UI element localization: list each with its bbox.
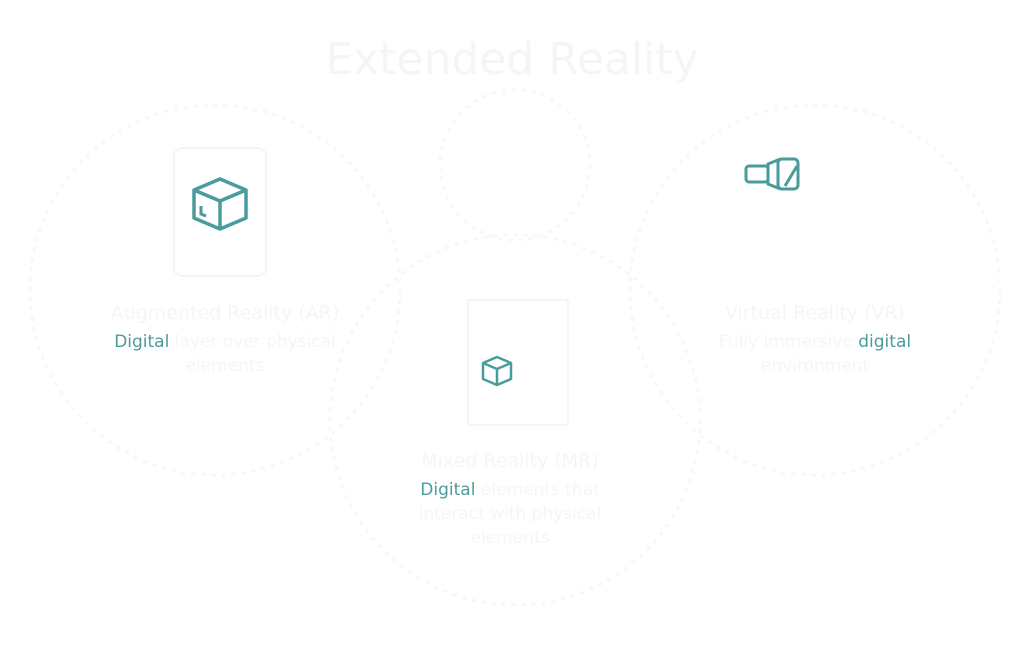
mr-heading: Mixed Reality (MR) <box>421 450 599 472</box>
center-circle <box>438 88 592 242</box>
ar-description: layer over physical elements <box>169 332 336 376</box>
ar-circle <box>28 103 402 477</box>
ar-label: Augmented Reality (AR) Digital layer ove… <box>110 300 340 378</box>
building-outline <box>467 299 569 426</box>
ar-heading: Augmented Reality (AR) <box>110 302 340 324</box>
mr-circle <box>328 233 702 607</box>
phone-outline <box>173 147 267 277</box>
vr-label: Virtual Reality (VR) Fully immersive dig… <box>700 300 930 378</box>
vr-heading: Virtual Reality (VR) <box>724 302 906 324</box>
vr-circle <box>628 103 1002 477</box>
page-title: Extended Reality <box>325 34 699 85</box>
vr-headset-icon <box>744 157 800 191</box>
cube-icon <box>481 355 513 387</box>
vr-description-start: Fully immersive <box>718 332 859 352</box>
mr-label: Mixed Reality (MR) Digital elements that… <box>400 448 620 550</box>
cube-icon <box>192 177 248 231</box>
vr-highlight: digital <box>858 332 912 352</box>
ar-highlight: Digital <box>114 332 170 352</box>
mr-highlight: Digital <box>420 480 476 500</box>
mr-description: elements that interact with physical ele… <box>418 480 602 548</box>
vr-description-end: environment <box>760 356 870 376</box>
